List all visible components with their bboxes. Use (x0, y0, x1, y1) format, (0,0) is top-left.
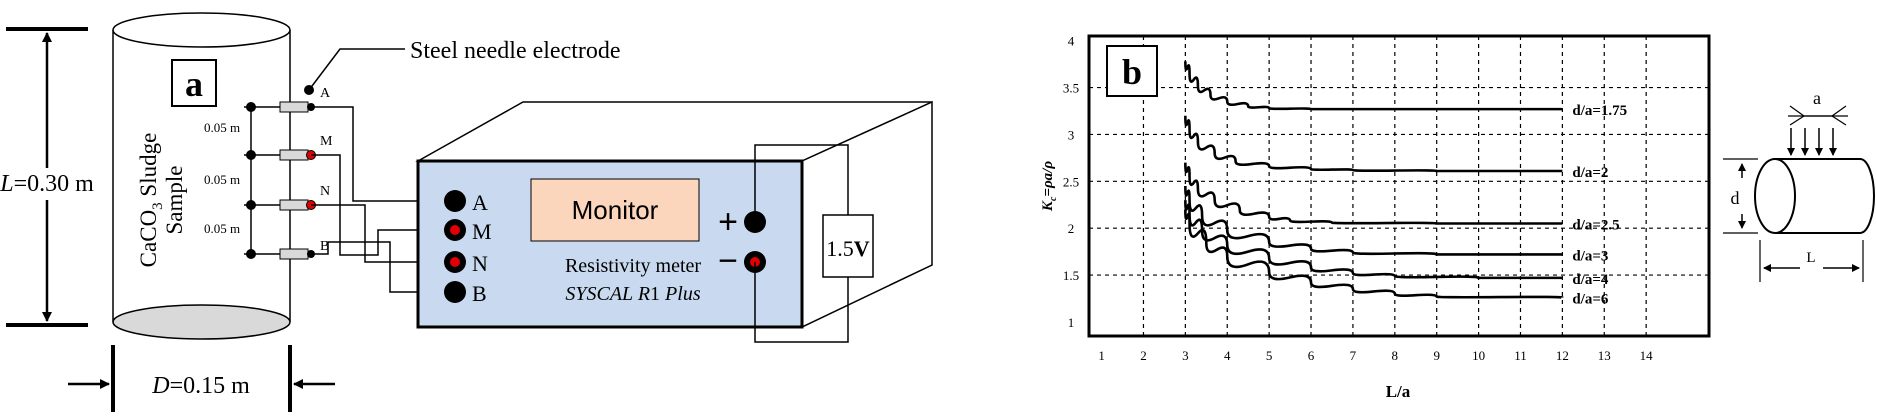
y-tick-label: 3 (1068, 127, 1075, 142)
x-tick-label: 6 (1308, 348, 1315, 363)
electrode-m-label: M (320, 134, 333, 149)
x-tick-label: 7 (1350, 348, 1357, 363)
diameter-label: D=0.15 m (151, 373, 250, 399)
spacing-3: 0.05 m (204, 221, 240, 236)
sample-label-line2: Sample (162, 166, 187, 235)
diameter-dimension: D=0.15 m (68, 345, 335, 412)
electrode-n-label: N (320, 184, 330, 199)
inset-l-label: L (1806, 250, 1815, 266)
svg-text:M: M (472, 219, 492, 244)
data-curves (1184, 61, 1564, 299)
series-label: d/a=6 (1572, 292, 1609, 308)
y-tick-label: 4 (1068, 34, 1075, 49)
series-label: d/a=2 (1572, 165, 1608, 181)
series-labels: d/a=1.75 d/a=2 d/a=2.5 d/a=3 d/a=4 d/a=6 (1572, 103, 1627, 307)
spacing-bracket: 0.05 m 0.05 m 0.05 m (204, 102, 280, 259)
sample-label-line1: CaCO3 Sludge (136, 133, 166, 268)
x-tick-label: 4 (1224, 348, 1231, 363)
electrode-b-label: B (320, 239, 329, 254)
x-tick-label: 14 (1640, 348, 1654, 363)
x-tick-label: 10 (1472, 348, 1485, 363)
svg-text:a: a (185, 64, 203, 104)
panel-a-label: a (171, 59, 217, 107)
y-tick-labels: 1 1.5 2 2.5 3 3.5 4 (1063, 34, 1079, 330)
svg-text:A: A (472, 190, 488, 215)
height-label: L=0.30 m (0, 171, 94, 197)
inset-a-label: a (1813, 88, 1821, 108)
series-curve (1184, 209, 1564, 299)
x-tick-label: 1 (1098, 348, 1105, 363)
meter-model: SYSCAL R1 Plus (565, 283, 700, 305)
series-curve (1184, 115, 1563, 173)
battery (822, 214, 874, 278)
y-axis-label: Kc=ρa/ρ (1040, 161, 1059, 212)
x-tick-label: 9 (1433, 348, 1440, 363)
svg-text:B: B (472, 281, 487, 306)
series-curve (1184, 200, 1563, 280)
electrode-a-label: A (320, 86, 331, 101)
monitor-label: Monitor (572, 195, 659, 225)
inset-cylinder-diagram: a d L (1723, 88, 1875, 282)
electrode-callout: Steel needle electrode (304, 38, 621, 95)
monitor-display (530, 178, 700, 242)
terminal-b (444, 281, 466, 303)
x-tick-label: 2 (1140, 348, 1147, 363)
series-label: d/a=3 (1572, 248, 1608, 264)
series-curve (1184, 162, 1563, 225)
grid-lines (1089, 36, 1709, 336)
y-tick-label: 3.5 (1063, 81, 1079, 96)
wiring (311, 106, 451, 293)
battery-label: 1.5V (826, 236, 870, 261)
plus-sign: + (718, 203, 738, 241)
inset-d-label: d (1731, 188, 1740, 208)
x-tick-label: 5 (1266, 348, 1273, 363)
callout-text: Steel needle electrode (410, 38, 621, 64)
x-tick-label: 13 (1598, 348, 1611, 363)
plot-frame (1087, 34, 1711, 338)
spacing-2: 0.05 m (204, 172, 240, 187)
panel-a: L=0.30 m a CaCO3 Sludge Sample (0, 12, 933, 412)
needle-electrodes: A M N B (279, 86, 333, 260)
y-tick-label: 2.5 (1063, 174, 1079, 189)
series-label: d/a=4 (1572, 272, 1609, 288)
sludge-cylinder (112, 12, 291, 340)
spacing-1: 0.05 m (204, 120, 240, 135)
series-label: d/a=1.75 (1572, 103, 1627, 119)
series-curve (1184, 185, 1563, 256)
panel-b-label: b (1106, 45, 1158, 97)
terminal-a (444, 190, 466, 212)
series-curve (1184, 61, 1563, 111)
svg-text:N: N (472, 251, 488, 276)
y-tick-label: 2 (1068, 221, 1075, 236)
x-tick-label: 11 (1514, 348, 1527, 363)
meter-name: Resistivity meter (565, 255, 701, 277)
battery-circuit: 1.5V (754, 144, 874, 343)
x-tick-label: 3 (1182, 348, 1189, 363)
svg-text:b: b (1122, 52, 1142, 92)
x-tick-label: 8 (1392, 348, 1399, 363)
series-label: d/a=2.5 (1572, 218, 1619, 234)
x-tick-label: 12 (1556, 348, 1569, 363)
minus-sign: − (718, 242, 738, 280)
y-tick-label: 1.5 (1063, 268, 1079, 283)
y-tick-label: 1 (1068, 315, 1075, 330)
x-axis-label: L/a (1386, 382, 1411, 401)
height-dimension: L=0.30 m (0, 27, 94, 327)
resistivity-meter: Monitor A M N B Resistivity meter SYSCAL… (415, 100, 933, 329)
